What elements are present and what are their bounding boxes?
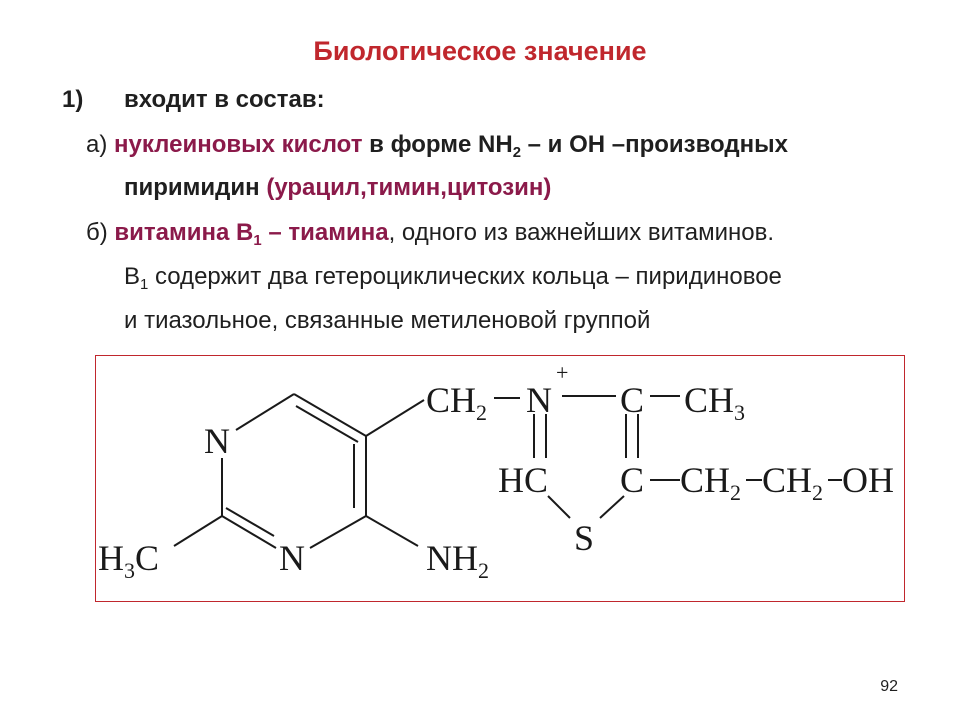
atom-n-plus: N <box>526 380 552 420</box>
group-oh: OH <box>842 460 894 500</box>
page-number: 92 <box>880 678 898 695</box>
bond <box>309 515 367 549</box>
item-b-rest: , одного из важнейших витаминов. <box>388 219 775 246</box>
item-a-pyrimidine: пиримидин <box>124 174 260 201</box>
atom-c-mid: C <box>620 460 644 500</box>
atom-n-ring-bottom: N <box>279 538 305 578</box>
item-b-line-1: б) витамина В1 – тиамина, одного из важн… <box>86 219 775 250</box>
slide-title: Биологическое значение <box>313 36 647 66</box>
item-a-text-2: – и ОН –производных <box>527 131 788 158</box>
group-h3c: H3C <box>98 538 159 583</box>
item-b-term-sub: 1 <box>253 233 262 250</box>
item-b-l2-start: В <box>124 263 141 290</box>
atom-c-top: C <box>620 380 644 420</box>
item-b-l2-sub: 1 <box>140 277 149 294</box>
bond-double <box>225 507 275 537</box>
bond <box>173 515 223 547</box>
thiamine-structural-formula: N N H3C NH2 CH2 N + C CH3 HC C CH2 CH2 O… <box>98 360 894 583</box>
atom-s: S <box>574 518 594 558</box>
bond <box>221 515 277 549</box>
group-hc: HC <box>498 460 548 500</box>
bond <box>293 393 367 437</box>
bond <box>547 495 571 519</box>
group-ch3: CH3 <box>684 380 745 425</box>
item-a-marker: а) <box>86 131 108 158</box>
group-ch2-chain-1: CH2 <box>680 460 741 505</box>
bond <box>235 393 295 431</box>
item-a-line-1: а) нуклеиновых кислот в форме NH2 – и ОН… <box>86 131 788 162</box>
group-ch2-bridge: CH2 <box>426 380 487 425</box>
item-a-text-1: в форме NH <box>369 131 513 158</box>
item-b-term-thiamine: – тиамина <box>268 219 389 246</box>
item-1-number: 1) <box>62 86 84 113</box>
atom-labels: N N H3C NH2 CH2 N + C CH3 HC C CH2 CH2 O… <box>98 360 894 583</box>
pyrimidine-ring-bonds <box>173 393 425 549</box>
item-b-line-3: и тиазольное, связанные метиленовой груп… <box>124 307 651 334</box>
item-a-term: нуклеиновых кислот <box>114 131 363 158</box>
group-nh2: NH2 <box>426 538 489 583</box>
group-ch2-chain-2: CH2 <box>762 460 823 505</box>
item-a-sub-1: 2 <box>512 145 521 162</box>
bond <box>365 515 419 547</box>
bond-double <box>295 405 359 443</box>
item-1-text: входит в состав: <box>124 86 325 113</box>
item-a-examples: (урацил,тимин,цитозин) <box>266 174 552 201</box>
bond <box>365 399 425 437</box>
atom-n-ring-top: N <box>204 421 230 461</box>
item-b-line-2: В1 содержит два гетероциклических кольца… <box>124 263 782 294</box>
item-b-term-vitamin: витамина В <box>114 219 254 246</box>
item-b-marker: б) <box>86 219 108 246</box>
thiamine-formula-frame: N N H3C NH2 CH2 N + C CH3 HC C CH2 CH2 O… <box>95 355 905 602</box>
item-a-line-2: пиримидин (урацил,тимин,цитозин) <box>124 174 551 202</box>
thiazole-ring-bonds <box>494 395 680 519</box>
charge-plus: + <box>556 360 568 385</box>
item-b-l2-rest: содержит два гетероциклических кольца – … <box>154 263 782 290</box>
bond <box>599 495 625 519</box>
